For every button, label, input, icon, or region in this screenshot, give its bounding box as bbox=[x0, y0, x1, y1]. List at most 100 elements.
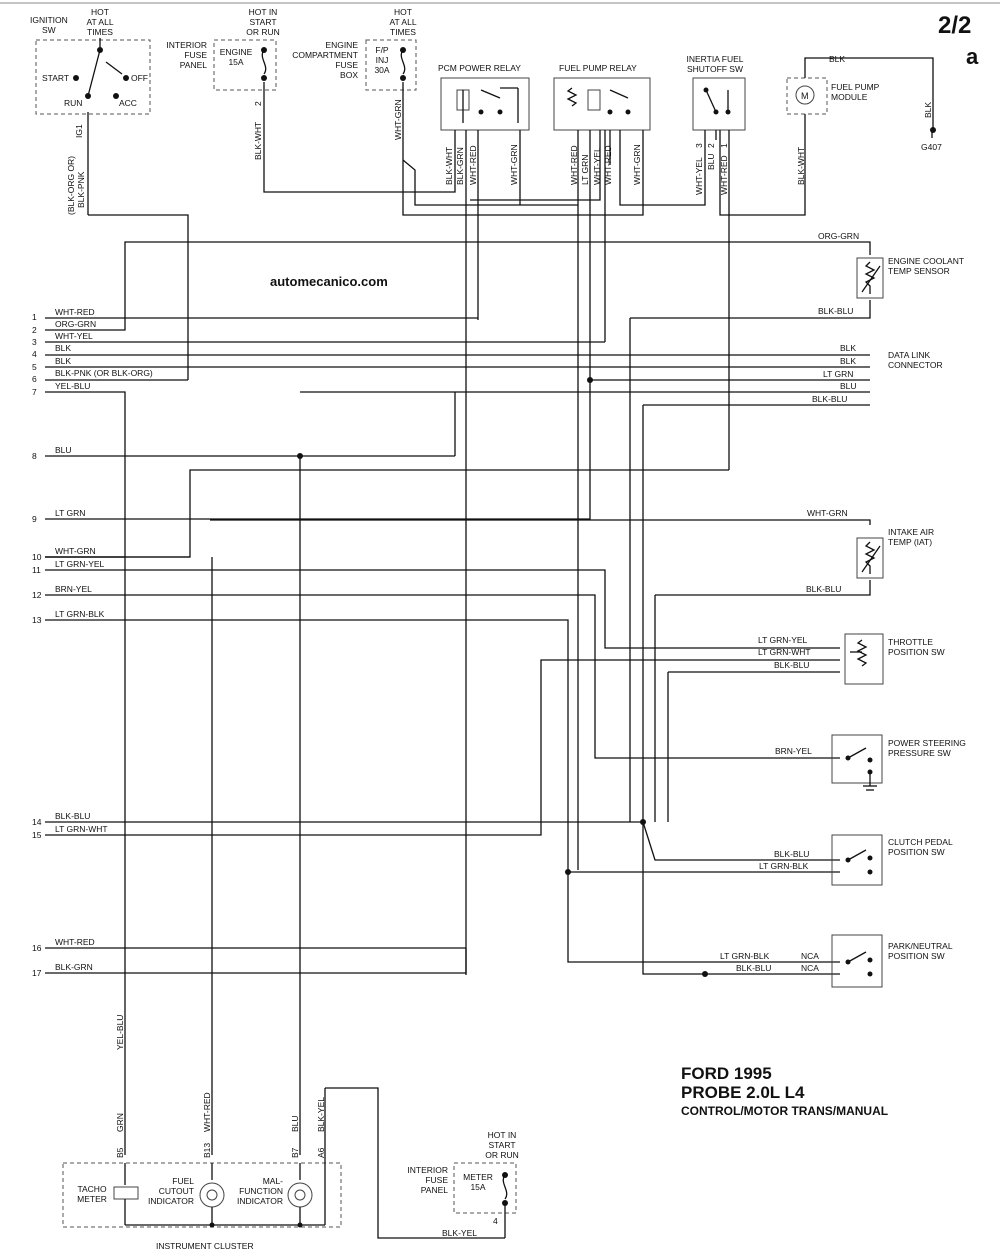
svg-text:11: 11 bbox=[32, 565, 41, 575]
svg-text:WHT-GRN: WHT-GRN bbox=[807, 508, 848, 518]
svg-text:BLK-GRN: BLK-GRN bbox=[55, 962, 93, 972]
svg-text:2: 2 bbox=[706, 143, 716, 148]
title-line3: CONTROL/MOTOR TRANS/MANUAL bbox=[681, 1104, 888, 1118]
svg-text:WHT-RED: WHT-RED bbox=[55, 307, 95, 317]
svg-text:IG1: IG1 bbox=[74, 124, 84, 138]
svg-text:BLK-BLU: BLK-BLU bbox=[806, 584, 841, 594]
svg-text:FUEL PUMP RELAY: FUEL PUMP RELAY bbox=[559, 63, 637, 73]
svg-text:ACC: ACC bbox=[119, 98, 137, 108]
svg-text:G407: G407 bbox=[921, 142, 942, 152]
top-wires bbox=[87, 57, 934, 975]
svg-text:BLK: BLK bbox=[55, 343, 71, 353]
watermark: automecanico.com bbox=[270, 274, 388, 289]
svg-text:BLK-WHT: BLK-WHT bbox=[444, 147, 454, 185]
svg-text:BLK-GRN: BLK-GRN bbox=[455, 147, 465, 185]
pcm-wires bbox=[45, 241, 871, 1155]
svg-text:WHT-RED: WHT-RED bbox=[719, 155, 729, 195]
svg-text:PCM POWER RELAY: PCM POWER RELAY bbox=[438, 63, 521, 73]
svg-text:3: 3 bbox=[32, 337, 37, 347]
svg-text:BLU: BLU bbox=[290, 1115, 300, 1132]
diagram-title: FORD 1995 PROBE 2.0L L4 CONTROL/MOTOR TR… bbox=[681, 1064, 888, 1118]
svg-text:12: 12 bbox=[32, 590, 42, 600]
svg-text:BLU: BLU bbox=[55, 445, 72, 455]
svg-text:17: 17 bbox=[32, 968, 42, 978]
svg-text:16: 16 bbox=[32, 943, 42, 953]
svg-text:4: 4 bbox=[32, 349, 37, 359]
svg-text:WHT-GRN: WHT-GRN bbox=[55, 546, 96, 556]
svg-text:WHT-RED: WHT-RED bbox=[55, 937, 95, 947]
page-sub: a bbox=[966, 44, 979, 69]
svg-text:8: 8 bbox=[32, 451, 37, 461]
svg-text:LT GRN-BLK: LT GRN-BLK bbox=[55, 609, 105, 619]
svg-text:B13: B13 bbox=[202, 1143, 212, 1158]
svg-text:LT GRN-BLK: LT GRN-BLK bbox=[759, 861, 809, 871]
svg-text:1: 1 bbox=[719, 143, 729, 148]
svg-text:7: 7 bbox=[32, 387, 37, 397]
svg-text:NCA: NCA bbox=[801, 963, 819, 973]
svg-text:LT GRN: LT GRN bbox=[580, 155, 590, 185]
svg-text:BLK-BLU: BLK-BLU bbox=[55, 811, 90, 821]
svg-text:2: 2 bbox=[32, 325, 37, 335]
svg-text:BRN-YEL: BRN-YEL bbox=[775, 746, 812, 756]
ignition-wire-label: (BLK-ORG OR) bbox=[66, 156, 76, 215]
svg-text:YEL-BLU: YEL-BLU bbox=[115, 1015, 125, 1050]
svg-text:LT GRN: LT GRN bbox=[823, 369, 853, 379]
fuel-pump-relay: FUEL PUMP RELAY WHT-RED LT GRN WHT-YEL W… bbox=[553, 63, 651, 185]
svg-text:5: 5 bbox=[32, 362, 37, 372]
svg-text:WHT-GRN: WHT-GRN bbox=[509, 144, 519, 185]
svg-text:BLK-BLU: BLK-BLU bbox=[818, 306, 853, 316]
svg-text:WHT-RED: WHT-RED bbox=[569, 145, 579, 185]
svg-text:BLK-WHT: BLK-WHT bbox=[253, 122, 263, 160]
svg-text:B5: B5 bbox=[115, 1147, 125, 1158]
svg-text:BLK-BLU: BLK-BLU bbox=[736, 963, 771, 973]
svg-text:BLU: BLU bbox=[840, 381, 857, 391]
svg-text:START: START bbox=[42, 73, 69, 83]
fp-relay-wire-labels: WHT-RED LT GRN WHT-YEL WHT-RED WHT-GRN bbox=[569, 144, 642, 185]
svg-text:LT GRN: LT GRN bbox=[55, 508, 85, 518]
svg-text:WHT-YEL: WHT-YEL bbox=[694, 157, 704, 195]
svg-text:BLK-BLU: BLK-BLU bbox=[812, 394, 847, 404]
svg-text:ORG-GRN: ORG-GRN bbox=[818, 231, 859, 241]
svg-text:10: 10 bbox=[32, 552, 42, 562]
title-line1: FORD 1995 bbox=[681, 1064, 772, 1083]
svg-text:BLK-YEL: BLK-YEL bbox=[442, 1228, 477, 1238]
svg-text:BLU: BLU bbox=[706, 153, 716, 170]
pcm-pin-4: 4 BLK bbox=[32, 343, 71, 359]
svg-text:LT GRN-WHT: LT GRN-WHT bbox=[55, 824, 108, 834]
svg-text:B7: B7 bbox=[290, 1147, 300, 1158]
svg-text:6: 6 bbox=[32, 374, 37, 384]
svg-text:9: 9 bbox=[32, 514, 37, 524]
svg-text:LT GRN-YEL: LT GRN-YEL bbox=[55, 559, 105, 569]
svg-text:BLK-YEL: BLK-YEL bbox=[316, 1097, 326, 1132]
svg-text:NCA: NCA bbox=[801, 951, 819, 961]
svg-text:M: M bbox=[801, 91, 809, 101]
